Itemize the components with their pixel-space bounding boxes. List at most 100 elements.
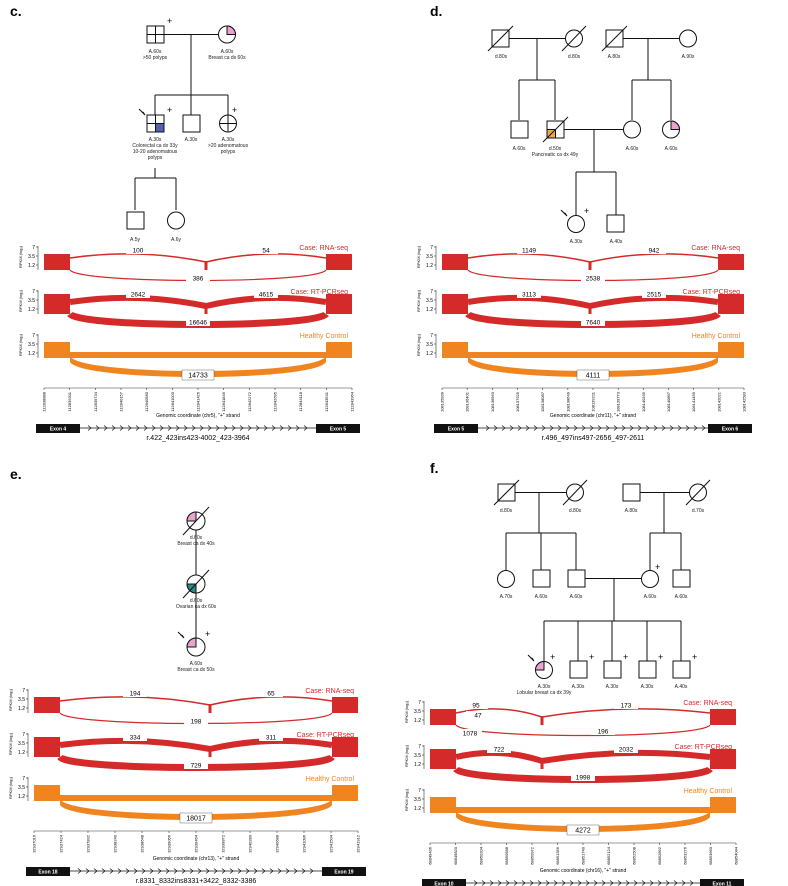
strand-arrow <box>223 425 228 431</box>
exon-left-box <box>434 424 478 433</box>
track-title: Case: RNA-seq <box>299 245 348 252</box>
x-tick-label: 32939872 <box>221 834 226 853</box>
ped-label: polyps <box>148 155 163 161</box>
junction-count: 311 <box>266 735 277 742</box>
pedigree-fill-pink <box>534 660 545 671</box>
exon-left-label: Exon 10 <box>434 882 453 886</box>
x-tick-label: 32941912 <box>356 834 361 853</box>
pedigree-f <box>493 479 711 679</box>
junction-count: 3113 <box>522 292 536 299</box>
pedigree-c <box>126 25 237 230</box>
pedigree-fill-pink <box>186 511 197 522</box>
x-tick-label: 108139773 <box>616 391 621 412</box>
ped-label: d.80s <box>568 54 581 60</box>
junction-count: 2538 <box>586 276 601 283</box>
svg-text:+: + <box>658 652 663 662</box>
count-box <box>126 246 150 254</box>
y-tick-label: 3.5 <box>414 709 421 715</box>
junction-arc <box>467 294 591 309</box>
intron-coverage <box>70 352 326 358</box>
strand-arrow <box>641 880 646 886</box>
exon-coverage-left <box>442 342 468 358</box>
strand-arrow <box>175 425 180 431</box>
pedigree-male <box>638 660 657 679</box>
strand-arrow <box>229 868 234 874</box>
strand-arrow <box>629 425 634 431</box>
strand-arrow <box>213 868 218 874</box>
svg-text:+: + <box>589 652 594 662</box>
exon-right-box <box>700 879 744 886</box>
strand-arrow <box>165 868 170 874</box>
strand-arrow <box>701 425 706 431</box>
strand-arrow <box>637 425 642 431</box>
exon-coverage-right <box>326 254 352 270</box>
pedigree-fill-blue <box>155 123 165 133</box>
pedigree-fill-pink <box>226 25 237 35</box>
ped-label: d.60s <box>190 598 203 604</box>
junction-count: 14733 <box>188 373 208 380</box>
ped-label: Ovarian ca dx 60s <box>176 604 217 610</box>
panel-e-figure: e. + d.60s Breast ca dx 40s d.60s Ovaria… <box>8 466 366 885</box>
x-tick-label: 32940280 <box>248 834 253 853</box>
junction-count: 7640 <box>586 320 601 327</box>
ped-label: d.80s <box>500 508 513 514</box>
x-tick-label: 68851740 <box>581 846 586 865</box>
cryptic-exon <box>204 305 208 314</box>
junction-count: 194 <box>130 691 141 698</box>
x-tick-label: 108135839 <box>440 391 445 412</box>
junction-count: 54 <box>262 248 270 255</box>
strand-arrow <box>665 880 670 886</box>
count-box <box>186 318 210 326</box>
x-tick-label: 108139211 <box>591 391 596 412</box>
y-tick-label: 3.5 <box>28 298 35 304</box>
pedigree-proband <box>567 215 585 233</box>
ped-label: d.50s <box>549 146 562 152</box>
track-title: Case: RT-PCRseq <box>291 289 349 296</box>
exon-coverage-right <box>718 294 744 314</box>
strand-arrow <box>553 880 558 886</box>
junction-count: 722 <box>494 747 505 754</box>
count-box <box>642 246 666 254</box>
exon-coverage-left <box>430 797 456 813</box>
count-box <box>581 318 605 326</box>
exon-left-label: Exon 4 <box>50 427 67 433</box>
track-title: Healthy Control <box>692 333 741 340</box>
strand-arrow <box>669 425 674 431</box>
junction-count: 198 <box>191 719 202 726</box>
exon-coverage-left <box>34 697 60 713</box>
junction-count: 2032 <box>619 747 634 754</box>
x-tick-label: 32937016 <box>32 834 37 853</box>
exon-coverage-left <box>44 342 70 358</box>
junction-arc <box>60 799 332 820</box>
junction-count: 334 <box>130 735 141 742</box>
ped-label: A.30s <box>572 684 585 690</box>
strand-arrow <box>537 880 542 886</box>
ped-label: d.70s <box>692 508 705 514</box>
strand-arrow <box>103 425 108 431</box>
strand-arrow <box>497 880 502 886</box>
pedigree-female <box>167 211 185 230</box>
ped-label: A.80s <box>608 54 621 60</box>
track-title: Case: RT-PCRseq <box>683 289 741 296</box>
x-tick-label: 32941504 <box>329 834 334 853</box>
panel-d-figure: d. <box>416 3 752 442</box>
strand-arrow <box>549 425 554 431</box>
junction-count: 196 <box>598 729 609 736</box>
junction-count: 386 <box>193 276 204 283</box>
count-box <box>517 290 541 298</box>
strand-arrow <box>93 868 98 874</box>
panel-d: d. <box>394 0 788 443</box>
exon-coverage-right <box>718 254 744 270</box>
strand-arrow <box>621 425 626 431</box>
pedigree-male <box>126 211 145 230</box>
x-tick-label: 112842272 <box>247 391 252 412</box>
x-tick-label: 68852892 <box>657 846 662 865</box>
y-tick-label: 1.2 <box>426 263 433 269</box>
strand-arrow <box>513 880 518 886</box>
exon-right-label: Exon 11 <box>713 882 732 886</box>
strand-arrow <box>633 880 638 886</box>
exon-coverage-right <box>332 697 358 713</box>
x-tick-label: 32940688 <box>275 834 280 853</box>
strand-arrow <box>157 868 162 874</box>
strand-arrow <box>77 868 82 874</box>
